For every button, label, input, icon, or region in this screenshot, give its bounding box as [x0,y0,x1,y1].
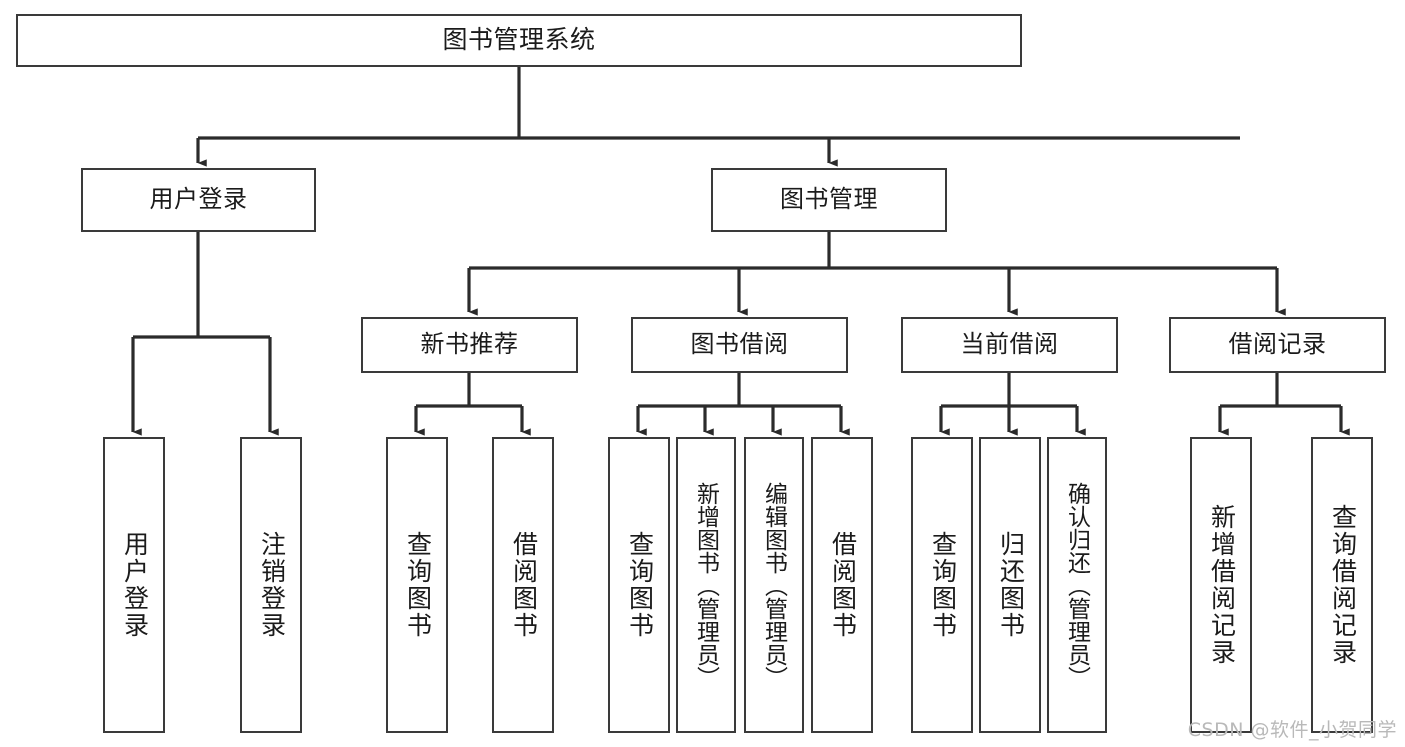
node-leaf-user-login-label: 用户登录 [120,531,149,639]
node-leaf-add-book-label: 新增图书（管理员） [693,481,720,689]
node-leaf-query-book-2[interactable]: 查询图书 [608,437,670,733]
node-leaf-query-record-label: 查询借阅记录 [1328,504,1357,666]
node-leaf-borrow-book-1-label: 借阅图书 [509,531,538,639]
node-leaf-add-record[interactable]: 新增借阅记录 [1190,437,1252,733]
node-new-book-rec[interactable]: 新书推荐 [361,317,578,373]
node-leaf-confirm-return-label: 确认归还（管理员） [1064,481,1091,689]
node-leaf-query-book-3[interactable]: 查询图书 [911,437,973,733]
node-new-book-rec-label: 新书推荐 [420,330,519,358]
node-leaf-edit-book[interactable]: 编辑图书（管理员） [744,437,804,733]
node-leaf-logout[interactable]: 注销登录 [240,437,302,733]
node-user-login[interactable]: 用户登录 [81,168,316,232]
node-leaf-edit-book-label: 编辑图书（管理员） [761,481,788,689]
node-book-manage[interactable]: 图书管理 [711,168,947,232]
node-borrow-record[interactable]: 借阅记录 [1169,317,1386,373]
watermark: CSDN @软件_小贺同学 [1187,719,1397,741]
node-book-manage-label: 图书管理 [780,185,878,213]
node-leaf-borrow-book-1[interactable]: 借阅图书 [492,437,554,733]
node-leaf-confirm-return[interactable]: 确认归还（管理员） [1047,437,1107,733]
node-current-borrow-label: 当前借阅 [960,330,1059,358]
node-leaf-borrow-book-2-label: 借阅图书 [828,531,857,639]
node-leaf-borrow-book-2[interactable]: 借阅图书 [811,437,873,733]
node-leaf-logout-label: 注销登录 [257,531,286,639]
node-book-borrow-label: 图书借阅 [690,330,789,358]
node-leaf-query-book-1[interactable]: 查询图书 [386,437,448,733]
node-leaf-add-book[interactable]: 新增图书（管理员） [676,437,736,733]
node-root-label: 图书管理系统 [442,25,596,54]
node-leaf-return-book-label: 归还图书 [996,531,1025,639]
node-leaf-user-login[interactable]: 用户登录 [103,437,165,733]
node-leaf-add-record-label: 新增借阅记录 [1207,504,1236,666]
node-borrow-record-label: 借阅记录 [1228,330,1327,358]
node-root[interactable]: 图书管理系统 [16,14,1022,67]
node-book-borrow[interactable]: 图书借阅 [631,317,848,373]
node-leaf-query-book-2-label: 查询图书 [625,531,654,639]
node-user-login-label: 用户登录 [149,185,248,213]
node-leaf-return-book[interactable]: 归还图书 [979,437,1041,733]
node-leaf-query-record[interactable]: 查询借阅记录 [1311,437,1373,733]
node-current-borrow[interactable]: 当前借阅 [901,317,1118,373]
node-leaf-query-book-1-label: 查询图书 [403,531,432,639]
node-leaf-query-book-3-label: 查询图书 [928,531,957,639]
